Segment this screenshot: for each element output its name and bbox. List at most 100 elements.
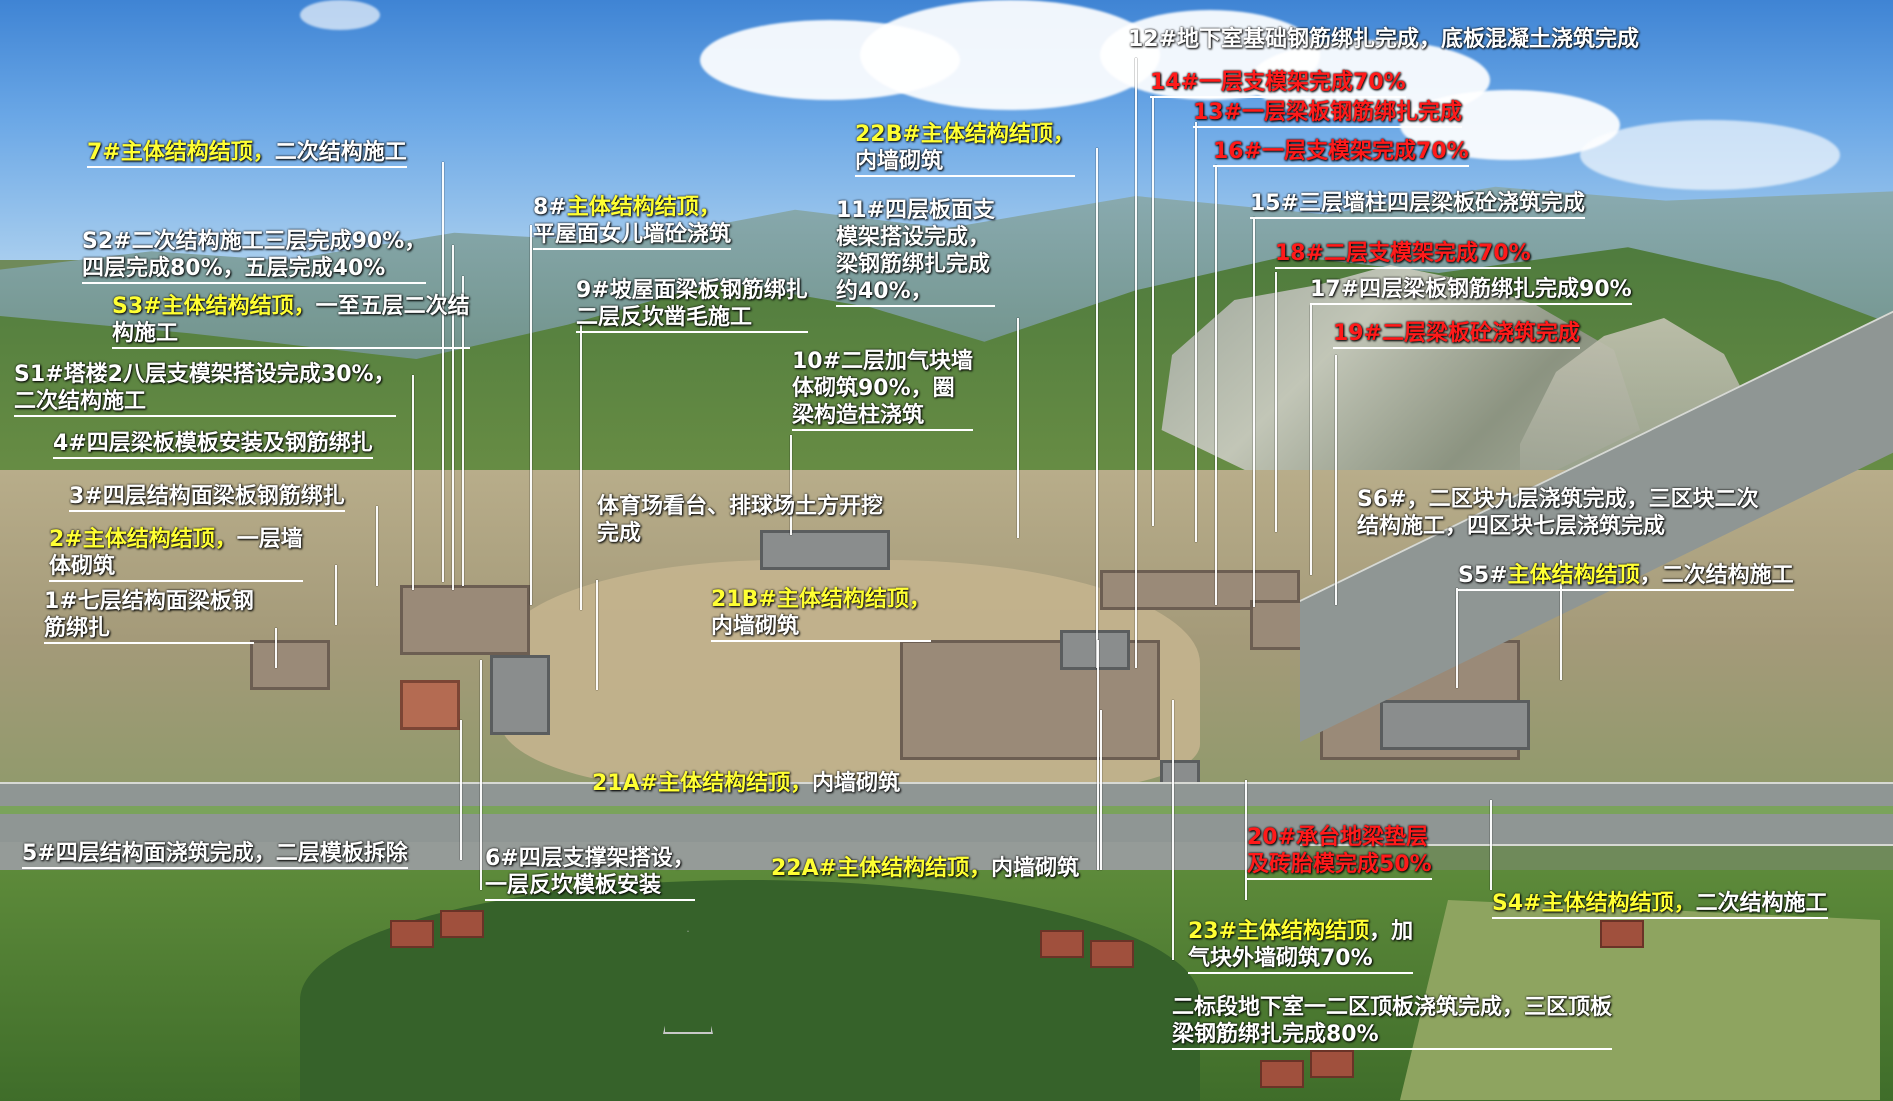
annotation-text: 11#四层板面支 <box>836 198 996 223</box>
annotation-text: ，加 <box>1369 919 1414 944</box>
annotation-line: 内墙砌筑 <box>711 613 931 640</box>
annotation-15: 15#三层墙柱四层梁板砼浇筑完成 <box>1250 190 1586 219</box>
annotation-line: 9#坡屋面梁板钢筋绑扎 <box>576 277 808 304</box>
leader-line <box>480 660 482 890</box>
annotation-line: 6#四层支撑架搭设， <box>485 845 695 872</box>
leader-line <box>1253 217 1255 607</box>
annotation-18: 18#二层支模架完成70% <box>1275 240 1531 269</box>
annotation-line: 二次结构施工 <box>14 388 396 415</box>
annotation-line: 气块外墙砌筑70% <box>1188 945 1413 972</box>
leader-line <box>335 565 337 625</box>
sky <box>0 0 1893 260</box>
leader-line <box>376 506 378 586</box>
annotation-line: 22A#主体结构结顶，内墙砌筑 <box>771 855 1079 882</box>
annotation-6: 6#四层支撑架搭设，一层反坎模板安装 <box>485 845 695 901</box>
annotation-line: 14#一层支模架完成70% <box>1150 69 1406 96</box>
annotation-text: 梁钢筋绑扎完成 <box>836 252 991 277</box>
annotation-text: 及砖胎模完成50% <box>1247 852 1432 877</box>
cloud <box>1580 120 1840 190</box>
annotation-text: 23#主体结构结顶 <box>1188 919 1370 944</box>
annotation-text: 19#二层梁板砼浇筑完成 <box>1333 321 1581 346</box>
leader-line <box>1275 272 1277 532</box>
leader-line <box>1560 560 1562 680</box>
annotation-line: 及砖胎模完成50% <box>1247 851 1432 878</box>
annotation-line: S5#主体结构结顶，二次结构施工 <box>1458 562 1794 589</box>
annotation-line: 梁构造柱浇筑 <box>792 402 973 429</box>
annotation-text: 21B#主体结构结顶， <box>711 587 931 612</box>
village-house <box>1090 940 1134 968</box>
annotation-text: 完成 <box>597 521 642 546</box>
annotation-line: 2#主体结构结顶，一层墙 <box>49 526 303 553</box>
annotation-s3: S3#主体结构结顶，一至五层二次结构施工 <box>112 293 470 349</box>
annotation-line: 梁钢筋绑扎完成80% <box>1172 1021 1612 1048</box>
leader-line <box>1310 305 1312 575</box>
annotation-line: S3#主体结构结顶，一至五层二次结 <box>112 293 470 320</box>
annotation-21b: 21B#主体结构结顶，内墙砌筑 <box>711 586 931 642</box>
annotation-10: 10#二层加气块墙体砌筑90%，圈梁构造柱浇筑 <box>792 348 974 431</box>
village-house <box>1310 1050 1354 1078</box>
annotation-line: 结构施工，四区块七层浇筑完成 <box>1357 513 1759 540</box>
annotation-text: 15#三层墙柱四层梁板砼浇筑完成 <box>1250 191 1586 216</box>
annotation-s4: S4#主体结构结顶，二次结构施工 <box>1492 890 1828 919</box>
building <box>760 530 890 570</box>
annotation-text: 二次结构施工 <box>14 389 147 414</box>
annotation-line: 5#四层结构面浇筑完成，二层模板拆除 <box>22 840 408 867</box>
annotation-text: 22A#主体结构结顶， <box>771 856 992 881</box>
annotation-text: 气块外墙砌筑70% <box>1188 946 1373 971</box>
annotation-text: 12#地下室基础钢筋绑扎完成，底板混凝土浇筑完成 <box>1128 27 1640 52</box>
highway <box>0 782 1893 846</box>
annotation-text: 筋绑扎 <box>44 616 111 641</box>
annotation-line: 体育场看台、排球场土方开挖 <box>597 493 883 520</box>
building <box>250 640 330 690</box>
leader-line <box>1017 318 1019 538</box>
annotation-line: 7#主体结构结顶，二次结构施工 <box>87 139 407 166</box>
leader-line <box>462 276 464 586</box>
annotation-line: 体砌筑90%，圈 <box>792 375 973 402</box>
annotation-text: 梁钢筋绑扎完成80% <box>1172 1022 1379 1047</box>
annotation-text: 二次结构施工 <box>1695 891 1828 916</box>
annotation-text: 内墙砌筑 <box>711 614 800 639</box>
building <box>900 640 1160 760</box>
annotation-text: 模架搭设完成， <box>836 225 991 250</box>
annotation-text: 14#一层支模架完成70% <box>1150 70 1406 95</box>
annotation-line: S6#，二区块九层浇筑完成，三区块二次 <box>1357 486 1759 513</box>
annotation-text: 内墙砌筑 <box>812 771 901 796</box>
cloud <box>300 0 380 30</box>
annotation-line: 12#地下室基础钢筋绑扎完成，底板混凝土浇筑完成 <box>1128 26 1639 53</box>
annotation-text: 平屋面女儿墙砼浇筑 <box>533 222 732 247</box>
annotation-s1: S1#塔楼2八层支模架搭设完成30%，二次结构施工 <box>14 361 396 417</box>
annotation-line: 内墙砌筑 <box>855 148 1075 175</box>
leader-line <box>1490 800 1492 890</box>
annotation-line: 20#承台地梁垫层 <box>1247 824 1432 851</box>
leader-line <box>1096 148 1098 668</box>
annotation-text: 主体结构结顶， <box>566 195 721 220</box>
annotation-text: 17#四层梁板钢筋绑扎完成90% <box>1310 277 1632 302</box>
building <box>1100 570 1300 610</box>
annotation-text: 二层反坎凿毛施工 <box>576 305 753 330</box>
annotation-text: 10#二层加气块墙 <box>792 349 974 374</box>
annotation-text: S5# <box>1458 563 1508 588</box>
annotation-text: 1#七层结构面梁板钢 <box>44 589 254 614</box>
leader-line <box>1215 165 1217 605</box>
annotation-19: 19#二层梁板砼浇筑完成 <box>1333 320 1581 349</box>
village-house <box>1260 1060 1304 1088</box>
annotation-line: 18#二层支模架完成70% <box>1275 240 1531 267</box>
annotation-line: 13#一层梁板钢筋绑扎完成 <box>1193 99 1462 126</box>
annotation-17: 17#四层梁板钢筋绑扎完成90% <box>1310 276 1632 305</box>
annotation-text: 5#四层结构面浇筑完成，二层模板拆除 <box>22 841 408 866</box>
annotation-text: 16#一层支模架完成70% <box>1213 139 1469 164</box>
annotation-line: 一层反坎模板安装 <box>485 872 695 899</box>
annotation-line: 10#二层加气块墙 <box>792 348 973 375</box>
annotation-text: 体砌筑90%，圈 <box>792 376 955 401</box>
annotation-line: 19#二层梁板砼浇筑完成 <box>1333 320 1580 347</box>
annotation-line: 22B#主体结构结顶， <box>855 121 1075 148</box>
leader-line <box>1335 355 1337 605</box>
annotation-text: 内墙砌筑 <box>991 856 1080 881</box>
annotation-text: 四层完成80%，五层完成40% <box>82 256 386 281</box>
annotation-text: 3#四层结构面梁板钢筋绑扎 <box>69 484 345 509</box>
leader-line <box>1152 96 1154 526</box>
leader-line <box>790 435 792 535</box>
annotation-line: 8#主体结构结顶， <box>533 194 731 221</box>
leader-line <box>1100 710 1102 870</box>
